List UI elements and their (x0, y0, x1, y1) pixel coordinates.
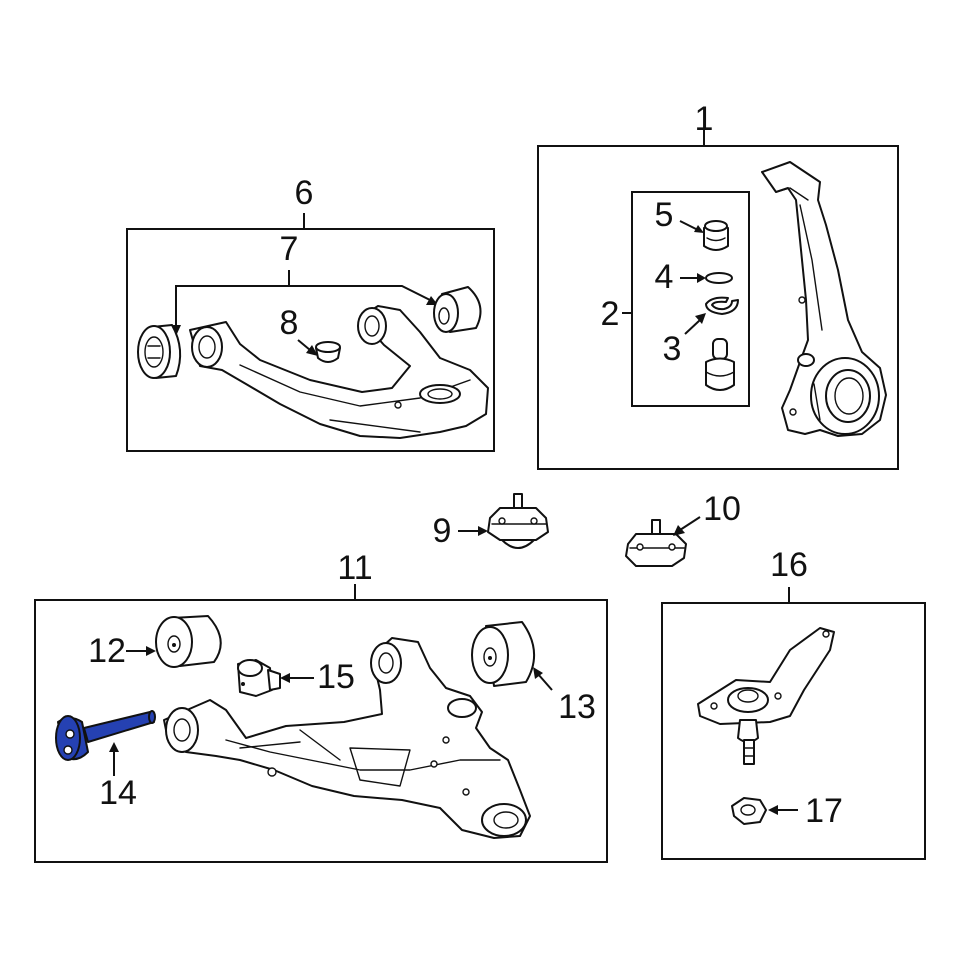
group-6-frame (126, 228, 495, 452)
o-ring-part-4 (705, 272, 733, 284)
callout-13-arrowhead (533, 667, 543, 679)
callout-8: 8 (280, 304, 299, 342)
steering-knuckle (761, 161, 887, 437)
callout-11: 11 (337, 549, 372, 587)
group-1-knuckle-assembly: 1 2 5 4 3 (537, 100, 899, 470)
callout-8-leader (297, 339, 311, 351)
callout-12: 12 (88, 632, 126, 670)
upper-control-arm (189, 305, 489, 439)
callout-13-leader (537, 673, 553, 691)
group-16-frame (661, 602, 926, 860)
callout-3: 3 (663, 330, 682, 368)
callout-5: 5 (655, 196, 674, 234)
callout-1: 1 (695, 100, 714, 138)
ball-stud (705, 338, 735, 391)
callout-3-arrowhead (695, 313, 706, 324)
callout-15: 15 (317, 658, 355, 696)
cam-bolt-hole-2 (63, 745, 73, 755)
upper-arm-bushing-right (433, 286, 482, 333)
cam-bolt-shaft (83, 711, 155, 743)
callout-2: 2 (601, 295, 620, 333)
bump-stop-part-8 (315, 341, 341, 363)
callout-15-arrowhead (280, 673, 290, 683)
callout-8-arrowhead (306, 345, 318, 356)
dust-boot-part-5 (703, 220, 729, 251)
callout-5-arrowhead (694, 225, 704, 233)
bump-stopper-part-10 (625, 519, 687, 567)
lower-ball-joint (697, 627, 835, 765)
callout-14-arrowhead (109, 742, 119, 752)
group-1-frame (537, 145, 899, 470)
lower-arm-bushing-part-12 (155, 615, 222, 668)
nut-part-17 (731, 797, 767, 825)
callout-5-leader (679, 220, 699, 231)
cam-bolt-tip (148, 710, 156, 724)
callout-10-leader (679, 516, 701, 531)
bump-stopper-part-9 (487, 493, 549, 549)
callout-4-arrowhead (697, 273, 706, 283)
callout-7: 7 (280, 230, 299, 268)
group-2-frame (631, 191, 750, 407)
callout-6: 6 (295, 174, 314, 212)
callout-13: 13 (558, 688, 596, 726)
cam-bolt-hole-1 (65, 729, 75, 739)
snap-ring-part-3 (705, 296, 739, 315)
upper-arm-bushing-left (137, 324, 182, 379)
callout-7-leader-left (175, 270, 290, 327)
group-11-frame (34, 599, 608, 863)
lower-arm-bushing-part-13 (471, 621, 536, 687)
callout-4: 4 (655, 258, 674, 296)
callout-12-arrowhead (146, 646, 156, 656)
bump-stop-part-15 (237, 659, 281, 697)
callout-10-arrowhead (673, 525, 685, 536)
callout-9: 9 (433, 512, 452, 550)
group-11-lower-arm: 11 12 15 13 (34, 549, 608, 863)
callout-10: 10 (703, 490, 741, 528)
callout-9-arrowhead (478, 526, 488, 536)
callout-7-leader-right (289, 285, 431, 301)
callout-17: 17 (805, 792, 843, 830)
group-6-upper-arm: 6 7 8 (126, 174, 495, 452)
group-16-ball-joint: 16 17 (661, 546, 926, 860)
callout-16: 16 (770, 546, 808, 584)
lower-control-arm (163, 637, 531, 839)
callout-14: 14 (99, 774, 137, 812)
cam-bolt-part-14 (55, 710, 156, 761)
callout-3-leader (684, 319, 701, 335)
callout-17-arrowhead (768, 805, 778, 815)
